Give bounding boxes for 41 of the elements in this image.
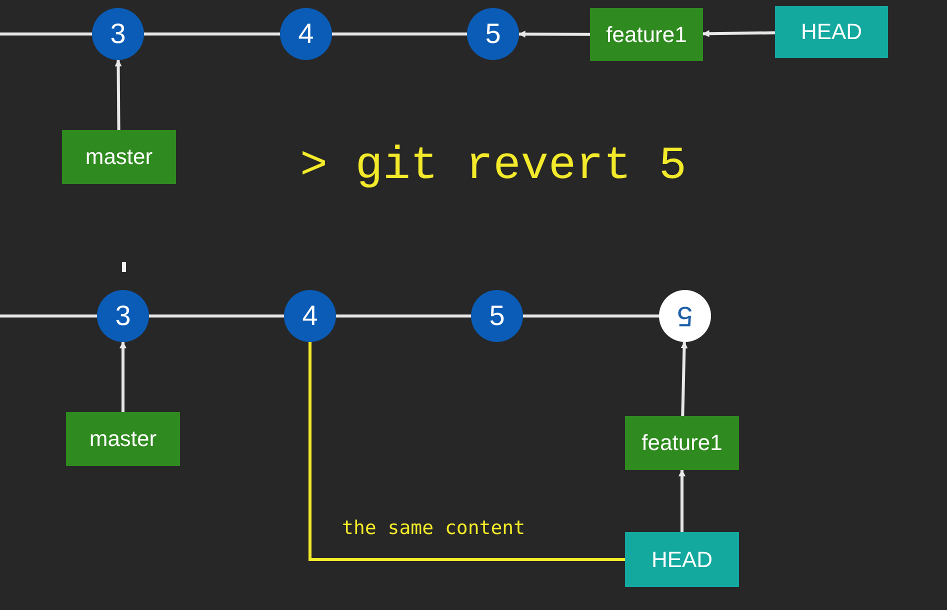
connector-line [308, 342, 625, 561]
connector-line [332, 32, 467, 36]
connector-line [0, 314, 97, 318]
connector-line [523, 314, 659, 318]
branch-name: feature1 [642, 430, 722, 456]
commit-circle [284, 290, 336, 342]
commit-circle [92, 8, 144, 60]
arrow [120, 341, 126, 412]
arrow [518, 30, 590, 38]
commit-number: 3 [110, 18, 126, 50]
connector-line [144, 32, 280, 36]
branch-label-box [62, 130, 176, 184]
commit-number: 5 [485, 18, 501, 50]
branch-label-box [66, 412, 180, 466]
commit-circle [471, 290, 523, 342]
branch-name: master [89, 426, 157, 452]
branch-label-box [625, 416, 739, 470]
commit-number: 4 [302, 300, 318, 332]
connector-line [0, 32, 92, 36]
connector-line [149, 314, 284, 318]
commit-circle [280, 8, 332, 60]
branch-name: HEAD [800, 19, 862, 45]
branch-name: master [85, 144, 153, 170]
connector-line [336, 314, 471, 318]
arrow [680, 341, 688, 416]
commit-number: 5 [489, 300, 505, 332]
head-pointer-box [625, 532, 739, 587]
commit-circle [467, 8, 519, 60]
arrow [702, 30, 776, 38]
commit-number: 4 [298, 18, 314, 50]
branch-label-box [590, 8, 703, 61]
command-text: > git revert 5 [300, 140, 686, 192]
head-pointer-box [775, 6, 888, 58]
arrow [114, 59, 122, 130]
commit-circle [659, 290, 711, 342]
commit-number: 5 [677, 300, 693, 332]
commit-number: 3 [115, 300, 131, 332]
commit-circle [97, 290, 149, 342]
arrow [678, 469, 686, 532]
branch-name: HEAD [651, 546, 713, 572]
branch-name: feature1 [606, 22, 687, 48]
